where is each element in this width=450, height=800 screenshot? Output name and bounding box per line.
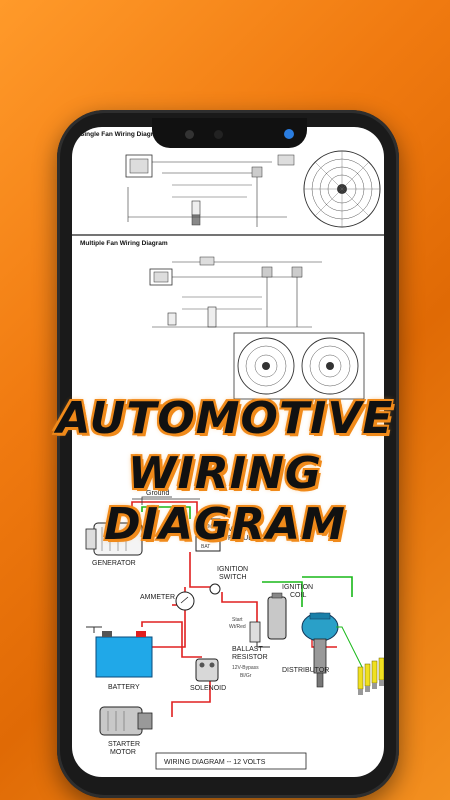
bypass-label-2: Bl/Gr <box>240 673 252 679</box>
voltage-regulator-label-1: VOLTAGE <box>228 526 260 533</box>
diagram3-caption: WIRING DIAGRAM -- 12 VOLTS <box>164 759 266 766</box>
ballast-label-2: RESISTOR <box>232 654 268 661</box>
multiple-fan-diagram[interactable]: Multiple Fan Wiring Diagram <box>80 240 365 400</box>
speaker-icon <box>214 130 223 139</box>
solenoid-label: SOLENOID <box>190 685 226 692</box>
spark-plugs <box>336 626 384 695</box>
ignition-coil-label-2: COIL <box>290 592 306 599</box>
start-label-1: Start <box>232 617 243 623</box>
ignition-coil-label-1: IGNITION <box>282 584 313 591</box>
diagram1-title: Single Fan Wiring Diagram <box>80 131 163 138</box>
starter-label-1: STARTER <box>108 741 140 748</box>
diagram2-title: Multiple Fan Wiring Diagram <box>80 240 168 247</box>
start-label-2: Wt/Red <box>229 624 246 630</box>
headline-line-1: AUTOMOTIVE <box>56 393 394 444</box>
ground-label: Ground <box>146 490 169 497</box>
phone-notch <box>152 118 307 148</box>
distributor-label: DISTRIBUTOR <box>282 667 329 674</box>
ammeter-label: AMMETER <box>140 594 175 601</box>
twelve-volt-diagram[interactable]: GENERATOR Ground ARM FLD BAT VOLTAGE REG… <box>85 490 384 770</box>
camera-icon <box>284 129 294 139</box>
ignition-switch-label-1: IGNITION <box>217 566 248 573</box>
headline-line-2: WIRING DIAGRAM <box>104 448 346 550</box>
starter-label-2: MOTOR <box>110 749 136 756</box>
phone-screen: Single Fan Wiring Diagram <box>72 127 384 777</box>
single-fan-diagram[interactable]: Single Fan Wiring Diagram <box>72 131 384 236</box>
regulator-bat: BAT <box>201 544 210 550</box>
voltage-regulator-label-2: REGULATOR <box>228 535 271 542</box>
ignition-switch-label-2: SWITCH <box>219 574 247 581</box>
bypass-label-1: 12V-Bypass <box>232 665 259 671</box>
ballast-label-1: BALLAST <box>232 646 263 653</box>
generator-label: GENERATOR <box>92 560 136 567</box>
sensor-icon <box>185 130 194 139</box>
regulator-fld: FLD <box>201 534 211 540</box>
battery-label: BATTERY <box>108 684 140 691</box>
regulator-arm: ARM <box>201 524 212 530</box>
wiring-diagrams: Single Fan Wiring Diagram <box>72 131 384 770</box>
